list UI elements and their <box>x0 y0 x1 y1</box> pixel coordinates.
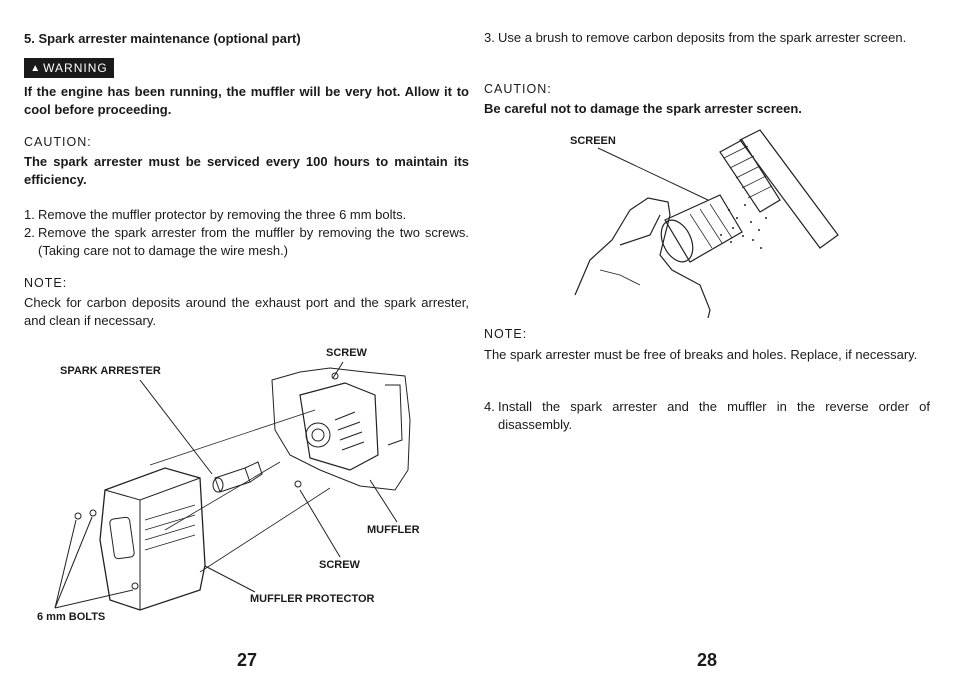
list-item: 3. Use a brush to remove carbon deposits… <box>484 29 930 47</box>
step-number: 3. <box>484 30 495 45</box>
steps-list: 1. Remove the muffler protector by remov… <box>24 206 469 260</box>
note-text: The spark arrester must be free of break… <box>484 347 918 362</box>
step-text: Remove the muffler protector by removing… <box>38 207 407 222</box>
step-text: Use a brush to remove carbon deposits fr… <box>498 30 907 45</box>
section-heading: 5. Spark arrester maintenance (optional … <box>24 31 301 46</box>
callout-screen: SCREEN <box>570 135 616 147</box>
note-text: Check for carbon deposits around the exh… <box>24 295 469 328</box>
warning-label: WARNING <box>43 61 108 75</box>
warning-badge: ▲ WARNING <box>24 58 114 78</box>
callout-screw-top: SCREW <box>326 347 367 359</box>
note-label: NOTE: <box>24 276 68 290</box>
callout-6mm-bolts: 6 mm BOLTS <box>37 611 106 623</box>
step-number: 4. <box>484 399 495 414</box>
note-label: NOTE: <box>484 327 528 341</box>
caution-text: The spark arrester must be serviced ever… <box>24 154 469 187</box>
callout-spark-arrester: SPARK ARRESTER <box>60 365 161 377</box>
step-text: Remove the spark arrester from the muffl… <box>38 225 469 258</box>
list-item: 2. Remove the spark arrester from the mu… <box>24 224 469 260</box>
page-number-left: 27 <box>237 650 258 670</box>
step-number: 1. <box>24 207 35 222</box>
callout-muffler-protector: MUFFLER PROTECTOR <box>250 593 375 605</box>
warning-text: If the engine has been running, the muff… <box>24 84 469 117</box>
caution-label: CAUTION: <box>484 82 552 96</box>
list-item: 1. Remove the muffler protector by remov… <box>24 206 469 224</box>
callout-screw-bottom: SCREW <box>319 559 360 571</box>
list-item: 4. Install the spark arrester and the mu… <box>484 398 930 434</box>
step-number: 2. <box>24 225 35 240</box>
caution-label: CAUTION: <box>24 135 92 149</box>
step-text: Install the spark arrester and the muffl… <box>498 399 930 432</box>
callout-muffler: MUFFLER <box>367 524 420 536</box>
caution-text: Be careful not to damage the spark arres… <box>484 101 802 116</box>
page-number-right: 28 <box>697 650 718 670</box>
warning-triangle-icon: ▲ <box>30 62 42 74</box>
